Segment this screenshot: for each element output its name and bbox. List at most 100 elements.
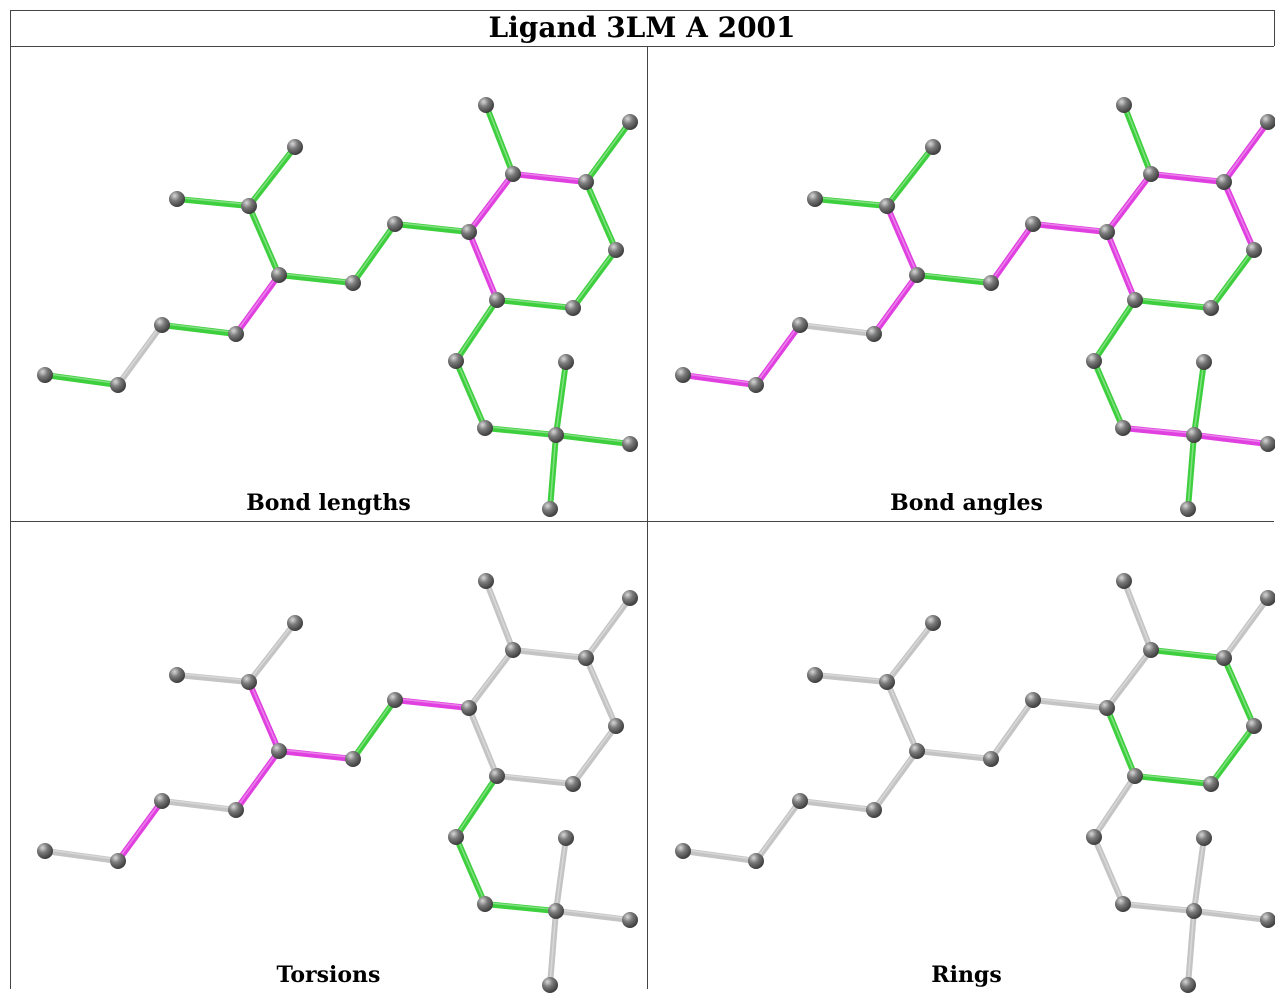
bond-highlight — [484, 901, 557, 911]
bond-highlight — [572, 248, 617, 307]
atom — [461, 224, 477, 240]
bond-highlight — [549, 433, 557, 508]
bond — [797, 798, 877, 813]
bond — [482, 425, 559, 438]
bond — [159, 798, 239, 813]
bond-highlight — [1106, 648, 1152, 707]
bond — [583, 655, 619, 729]
bond — [233, 272, 282, 337]
bond-highlight — [1223, 120, 1269, 181]
bond — [812, 196, 890, 209]
atom — [345, 275, 361, 291]
bond — [276, 272, 356, 286]
atom — [489, 292, 505, 308]
bond — [1191, 908, 1271, 923]
atom — [925, 139, 941, 155]
bond-highlight — [555, 836, 567, 910]
bond-highlight — [1150, 647, 1225, 658]
atom — [489, 768, 505, 784]
bond-highlight — [886, 204, 918, 274]
bond-highlight — [468, 648, 514, 707]
bond — [1132, 773, 1214, 787]
bond-highlight — [682, 848, 757, 861]
atom — [110, 853, 126, 869]
atom — [169, 667, 185, 683]
bond — [1191, 835, 1207, 914]
atom — [792, 317, 808, 333]
bond-highlight — [248, 204, 280, 274]
bond — [42, 372, 121, 388]
bond — [871, 272, 920, 337]
bond-highlight — [1193, 432, 1269, 444]
bond — [246, 620, 298, 685]
atom — [1203, 776, 1219, 792]
atom — [807, 667, 823, 683]
atom — [542, 501, 558, 517]
bond-highlight — [814, 672, 888, 682]
bond-highlight — [176, 672, 250, 682]
atom — [1186, 903, 1202, 919]
bond-highlight — [799, 798, 875, 810]
bond — [466, 171, 516, 235]
atom — [983, 751, 999, 767]
bond — [583, 179, 619, 253]
bond-highlight — [886, 145, 934, 205]
bond-highlight — [485, 103, 514, 173]
bond — [510, 647, 589, 661]
bond-highlight — [1122, 425, 1195, 435]
atom — [169, 191, 185, 207]
atom — [1127, 768, 1143, 784]
panel-bond-lengths: Bond lengths — [10, 46, 647, 522]
atom — [448, 353, 464, 369]
bond — [350, 221, 398, 286]
atom — [748, 853, 764, 869]
bond — [914, 748, 994, 762]
atom — [983, 275, 999, 291]
atom — [1246, 718, 1262, 734]
bond-highlight — [886, 680, 918, 750]
bond-highlight — [352, 698, 396, 758]
bond — [884, 144, 936, 209]
atom — [1216, 650, 1232, 666]
bond — [553, 835, 569, 914]
atom — [1216, 174, 1232, 190]
caption-torsions: Torsions — [276, 962, 381, 988]
bond — [1030, 697, 1110, 711]
bond-highlight — [512, 171, 587, 182]
atom — [505, 642, 521, 658]
bond-highlight — [394, 221, 470, 232]
bond — [1121, 102, 1154, 177]
bond — [453, 834, 488, 907]
atom — [505, 166, 521, 182]
bond — [392, 221, 472, 235]
atom — [1099, 224, 1115, 240]
bond-highlight — [873, 749, 918, 809]
atom — [622, 590, 638, 606]
atom — [1260, 114, 1275, 130]
bond — [1132, 297, 1214, 311]
bond — [159, 322, 239, 337]
table-left-border — [10, 10, 11, 989]
bond-highlight — [468, 230, 498, 299]
bond — [494, 773, 576, 787]
bond-highlight — [1187, 433, 1195, 508]
atom — [925, 615, 941, 631]
atom — [1025, 692, 1041, 708]
atom — [448, 829, 464, 845]
atom — [578, 650, 594, 666]
bond — [553, 908, 633, 923]
bond-highlight — [585, 180, 617, 249]
bond — [570, 723, 619, 787]
atom — [675, 367, 691, 383]
bond — [174, 672, 252, 685]
atom — [622, 114, 638, 130]
bond — [583, 595, 633, 661]
bond-highlight — [1150, 171, 1225, 182]
bond-highlight — [572, 724, 617, 783]
bond — [453, 297, 500, 364]
bond — [1191, 432, 1271, 447]
bond-highlight — [44, 848, 119, 861]
atom — [1099, 700, 1115, 716]
bond — [553, 432, 633, 447]
caption-rings: Rings — [931, 962, 1002, 988]
